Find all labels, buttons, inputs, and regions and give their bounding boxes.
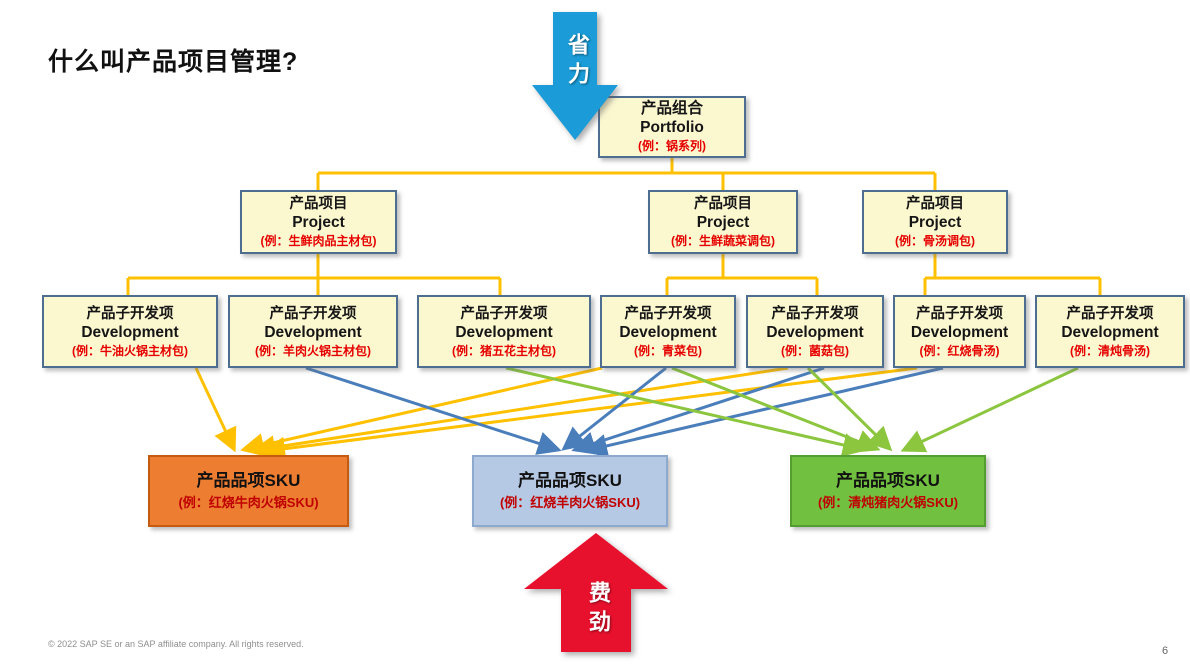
development-example: (例：羊肉火锅主材包) — [255, 343, 371, 358]
sku-title: 产品品项SKU — [518, 471, 622, 490]
project-title-en: Project — [908, 214, 962, 231]
development-box-4: 产品子开发项 Development (例：青菜包) — [600, 295, 736, 368]
development-title-cn: 产品子开发项 — [624, 305, 712, 322]
page-number: 6 — [1162, 645, 1169, 657]
development-box-3: 产品子开发项 Development (例：猪五花主材包) — [417, 295, 591, 368]
project-title-en: Project — [292, 214, 345, 231]
arrows-to-sku-green — [505, 366, 1079, 457]
project-example: (例：骨汤调包) — [895, 234, 975, 248]
portfolio-example: (例：锅系列) — [638, 139, 706, 153]
development-box-1: 产品子开发项 Development (例：牛油火锅主材包) — [42, 295, 218, 368]
development-box-6: 产品子开发项 Development (例：红烧骨汤) — [893, 295, 1026, 368]
portfolio-box: 产品组合 Portfolio (例：锅系列) — [598, 96, 746, 158]
development-title-cn: 产品子开发项 — [86, 305, 174, 322]
effort-label-bottom: 费劲 — [586, 581, 611, 639]
development-example: (例：牛油火锅主材包) — [72, 343, 188, 358]
slide-title: 什么叫产品项目管理? — [48, 48, 299, 76]
project-example: (例：生鲜蔬菜调包) — [671, 234, 775, 248]
project-box-3: 产品项目 Project (例：骨汤调包) — [862, 190, 1008, 254]
development-box-5: 产品子开发项 Development (例：菌菇包) — [746, 295, 884, 368]
sku-title: 产品品项SKU — [196, 471, 301, 490]
effort-label-top: 省力 — [565, 33, 590, 91]
sku-example: (例：红烧羊肉火锅SKU) — [499, 495, 641, 510]
development-example: (例：猪五花主材包) — [452, 343, 556, 358]
development-title-en: Development — [910, 323, 1009, 341]
development-title-cn: 产品子开发项 — [460, 305, 548, 322]
tree-connector-projects-developments — [126, 252, 1102, 297]
development-title-cn: 产品子开发项 — [1066, 305, 1154, 322]
development-title-cn: 产品子开发项 — [916, 305, 1003, 322]
development-box-2: 产品子开发项 Development (例：羊肉火锅主材包) — [228, 295, 398, 368]
sku-box-orange: 产品品项SKU (例：红烧牛肉火锅SKU) — [148, 455, 349, 527]
copyright-text: © 2022 SAP SE or an SAP affiliate compan… — [48, 639, 304, 649]
sku-example: (例：红烧牛肉火锅SKU) — [178, 495, 319, 510]
project-title-cn: 产品项目 — [694, 196, 752, 212]
tree-connector-portfolio-projects — [316, 156, 937, 192]
development-example: (例：红烧骨汤) — [919, 343, 1000, 358]
arrows-to-sku-orange — [194, 366, 918, 461]
arrows-to-sku-blue — [305, 366, 944, 458]
portfolio-title-en: Portfolio — [640, 119, 704, 136]
project-box-2: 产品项目 Project (例：生鲜蔬菜调包) — [648, 190, 798, 254]
portfolio-title-cn: 产品组合 — [640, 100, 703, 117]
development-title-en: Development — [81, 323, 179, 341]
development-example: (例：菌菇包) — [781, 343, 849, 358]
development-title-en: Development — [264, 323, 362, 341]
development-example: (例：清炖骨汤) — [1070, 343, 1150, 358]
development-title-en: Development — [1061, 323, 1159, 341]
development-box-7: 产品子开发项 Development (例：清炖骨汤) — [1035, 295, 1185, 368]
sku-box-green: 产品品项SKU (例：清炖猪肉火锅SKU) — [790, 455, 986, 527]
project-title-en: Project — [696, 214, 750, 231]
development-title-cn: 产品子开发项 — [269, 305, 357, 322]
development-title-en: Development — [619, 323, 717, 341]
project-example: (例：生鲜肉品主材包) — [260, 234, 377, 248]
development-title-en: Development — [455, 323, 553, 341]
development-title-cn: 产品子开发项 — [771, 305, 859, 322]
project-title-cn: 产品项目 — [906, 196, 964, 212]
project-box-1: 产品项目 Project (例：生鲜肉品主材包) — [240, 190, 397, 254]
development-example: (例：青菜包) — [634, 343, 702, 358]
sku-example: (例：清炖猪肉火锅SKU) — [817, 495, 959, 510]
project-title-cn: 产品项目 — [289, 196, 348, 212]
sku-box-blue: 产品品项SKU (例：红烧羊肉火锅SKU) — [472, 455, 668, 527]
development-title-en: Development — [766, 323, 864, 341]
sku-title: 产品品项SKU — [836, 471, 940, 490]
